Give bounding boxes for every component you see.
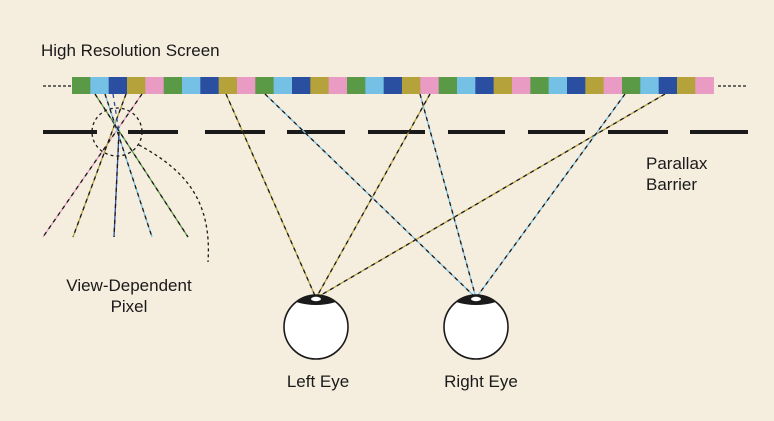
left-eye-highlight: [311, 296, 321, 302]
screen-pixel: [438, 77, 458, 94]
screen-pixel: [200, 77, 219, 94]
view-dependent-pixel-label: View-Dependent Pixel: [44, 275, 214, 317]
screen-pixel: [126, 77, 146, 94]
screen-pixel: [548, 77, 568, 94]
ray-to-left-eye-2-dash: [315, 93, 431, 299]
screen-pixel: [90, 77, 109, 94]
screen-pixel: [456, 77, 476, 94]
parallax-barrier-label: Parallax Barrier: [646, 153, 726, 195]
fan-ray-3-dash: [104, 93, 153, 238]
ray-to-right-eye-2-dash: [419, 93, 477, 299]
pixel-highlight-circle: [91, 107, 143, 157]
ray-to-right-eye-3-dash: [475, 93, 626, 299]
screen-pixel: [676, 77, 696, 94]
screen-pixel: [346, 77, 366, 94]
screen-pixel: [108, 77, 128, 94]
screen-pixel: [621, 77, 641, 94]
screen-pixel: [511, 77, 531, 94]
screen-pixel: [181, 77, 201, 94]
screen-pixel: [603, 77, 623, 94]
screen-pixel: [640, 77, 659, 94]
pixel-leader-line: [138, 144, 210, 263]
ray-to-right-eye-1-dash: [264, 93, 477, 299]
screen-pixel: [273, 77, 293, 94]
screen-pixel: [310, 77, 329, 94]
parallax-barrier-label-line2: Barrier: [646, 175, 698, 194]
parallax-barrier-label-line1: Parallax: [646, 154, 708, 173]
ray-to-left-eye-3-dash: [315, 93, 666, 299]
screen-pixel: [255, 77, 274, 94]
screen-pixel: [218, 77, 238, 94]
screen-pixel: [236, 77, 256, 94]
screen-pixel: [695, 77, 714, 94]
screen-pixel: [72, 77, 91, 94]
screen-pixel: [475, 77, 494, 94]
screen-pixel: [493, 77, 513, 94]
right-eye-label: Right Eye: [444, 372, 518, 391]
screen-pixel: [163, 77, 183, 94]
screen-pixel: [383, 77, 403, 94]
screen-pixel: [401, 77, 421, 94]
screen-pixel: [365, 77, 384, 94]
ray-to-left-eye-1-dash: [225, 93, 317, 299]
fan-ray-1-dash: [42, 93, 143, 238]
screen-label: High Resolution Screen: [41, 41, 220, 60]
screen-pixel: [585, 77, 604, 94]
screen-pixel: [658, 77, 678, 94]
screen-pixel: [530, 77, 549, 94]
view-dependent-pixel-label-line1: View-Dependent: [66, 276, 192, 295]
screen-pixel: [328, 77, 348, 94]
fan-ray-blue-dash: [113, 131, 120, 238]
fan-ray-0: [94, 93, 189, 238]
left-eye-label: Left Eye: [286, 372, 350, 391]
view-dependent-pixel-label-line2: Pixel: [110, 297, 148, 316]
screen-pixel: [145, 77, 164, 94]
screen-pixel: [566, 77, 586, 94]
fan-ray-blue-upper: [112, 93, 120, 133]
right-eye-highlight: [471, 296, 481, 302]
screen-pixel: [420, 77, 439, 94]
screen-pixel: [291, 77, 311, 94]
